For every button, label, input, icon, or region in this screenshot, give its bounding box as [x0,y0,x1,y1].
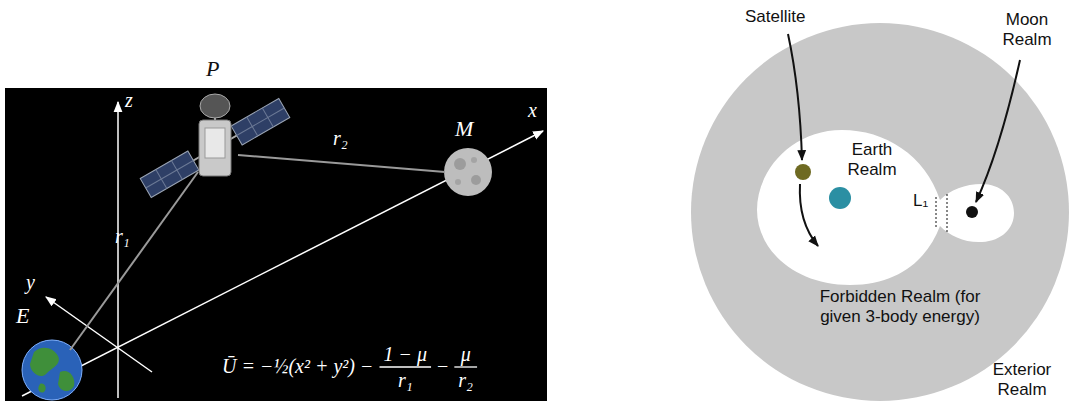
region-label: Earth Realm [843,140,901,179]
moon-icon [444,148,492,196]
distance-label: r₂ [333,128,348,148]
space-panel [5,88,547,401]
satellite-icon [140,94,290,198]
axis-label: x [528,100,537,120]
lagrange-point-label: L₁ [913,192,928,209]
earth-dot [829,187,851,209]
allowed-realm [757,130,1014,285]
satellite-dot [795,164,811,180]
fraction-denominator: r₂ [458,370,473,390]
potential-formula: Ū = −½(x² + y²) − [222,356,374,376]
axis-label: y [26,272,35,292]
neck-boundary [947,194,948,232]
space-scene [22,102,543,400]
fraction-numerator: μ [461,344,471,364]
body-label: M [455,118,473,140]
point-label: P [206,58,219,80]
distance-label: r₁ [115,226,130,246]
region-callout: Moon Realm [996,10,1058,49]
fraction-numerator: 1 − μ [384,344,428,364]
neck-boundary [936,197,937,229]
region-label: Exterior Realm [985,360,1059,399]
fraction-denominator: r₁ [398,370,413,390]
distance-line [70,172,198,350]
distance-line [238,155,445,172]
region-callout: Satellite [745,8,805,25]
leader-arrow [788,34,802,160]
body-label: E [16,305,29,327]
region-label: Forbidden Realm (for given 3-body energy… [800,287,1000,326]
z-axis [117,102,119,398]
x-axis [22,131,543,396]
earth-icon [22,340,82,400]
forbidden-realm [691,23,1069,401]
moon-dot [966,206,978,218]
minus-sign: − [437,356,448,376]
trajectory-arrow [800,184,818,246]
fraction-bars [380,367,478,368]
leader-arrow [976,60,1020,202]
fraction-bar [380,366,432,367]
fraction-bar [454,366,477,367]
axis-label: z [125,90,133,110]
